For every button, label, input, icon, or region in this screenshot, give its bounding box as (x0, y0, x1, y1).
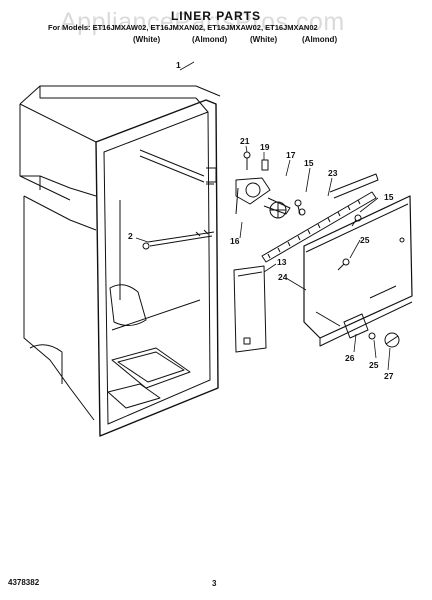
callout-19: 19 (260, 142, 270, 152)
callout-25-a: 25 (360, 235, 370, 245)
part-number: 4378382 (8, 578, 40, 587)
callout-15-a: 15 (304, 158, 314, 168)
part-13-cover (233, 265, 267, 353)
callout-15-b: 15 (384, 192, 394, 202)
screws (294, 199, 376, 340)
callout-27: 27 (384, 371, 394, 381)
parts-26-27 (343, 313, 400, 348)
callout-17: 17 (286, 150, 296, 160)
callout-24: 24 (278, 272, 288, 282)
color-label-2: (Almond) (192, 35, 228, 44)
part-2-rod (142, 229, 215, 250)
callout-16: 16 (230, 236, 240, 246)
part-23-strip (261, 173, 379, 263)
callout-26: 26 (345, 353, 355, 363)
callout-1: 1 (176, 60, 181, 70)
part-24-panel (303, 195, 413, 347)
callout-25-b: 25 (369, 360, 379, 370)
color-label-1: (White) (133, 35, 161, 44)
callout-23: 23 (328, 168, 338, 178)
callout-13: 13 (277, 257, 287, 267)
leader-lines (135, 61, 391, 371)
page-number: 3 (212, 579, 217, 588)
watermark-text: AppliancePartsPros.com (60, 8, 345, 36)
callout-21: 21 (240, 136, 250, 146)
callout-2: 2 (128, 231, 133, 241)
color-row: (White) (Almond) (White) (Almond) (0, 35, 432, 47)
page-title: LINER PARTS (170, 9, 262, 23)
model-list: For Models: ET16JMXAW02, ET16JMXAN02, ET… (48, 23, 318, 32)
color-label-4: (Almond) (302, 35, 338, 44)
fan-motor-assembly (235, 151, 306, 219)
color-label-3: (White) (250, 35, 278, 44)
liner-outline (19, 85, 221, 437)
